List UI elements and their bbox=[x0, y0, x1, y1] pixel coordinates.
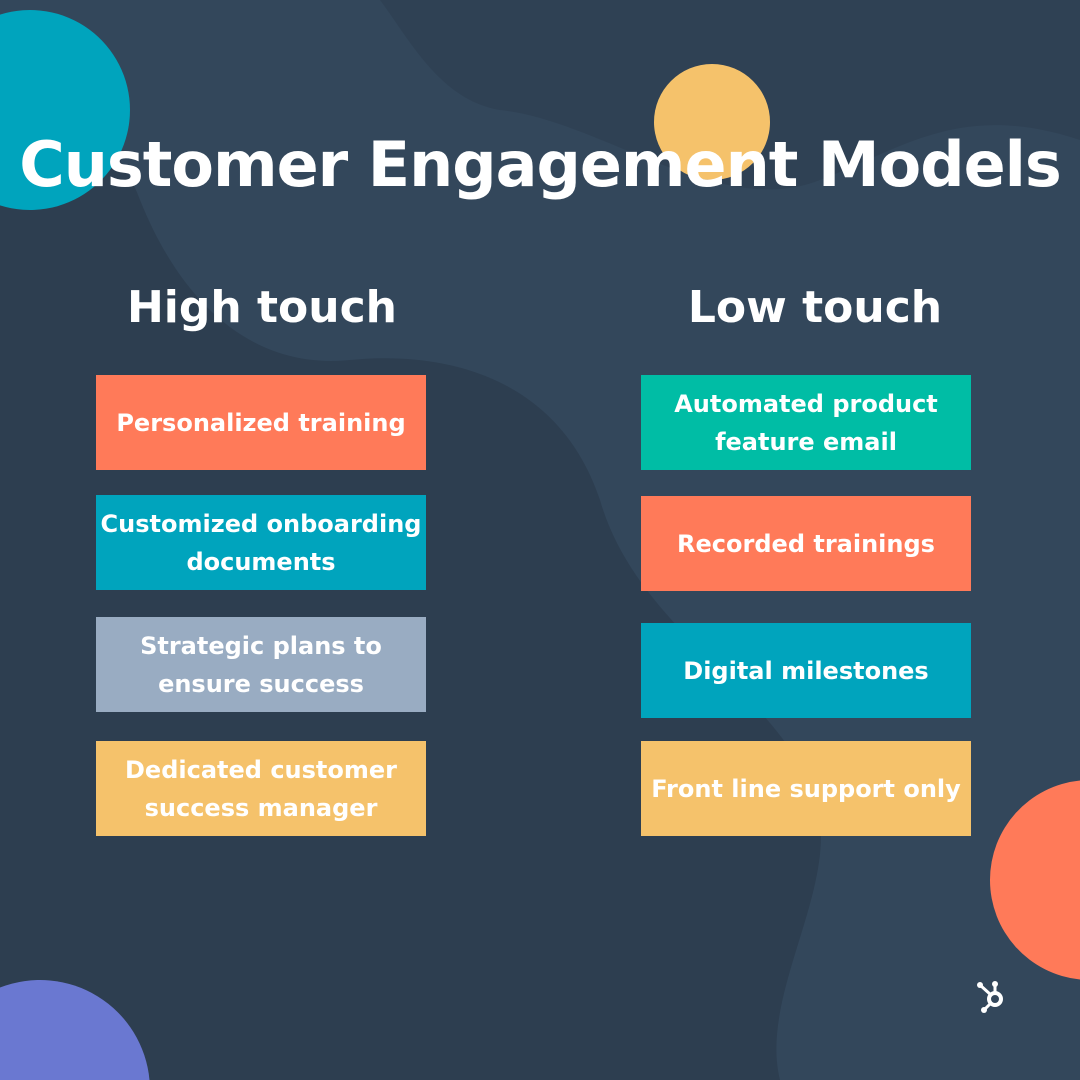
page-title: Customer Engagement Models bbox=[19, 128, 1062, 201]
low-touch-item: Recorded trainings bbox=[641, 496, 971, 591]
low-touch-heading: Low touch bbox=[687, 282, 943, 333]
hubspot-sprocket-icon bbox=[977, 981, 1003, 1013]
orange-circle bbox=[989, 780, 1080, 980]
low-touch-item: Digital milestones bbox=[641, 623, 971, 718]
high-touch-item: Customized onboarding documents bbox=[96, 495, 426, 590]
high-touch-heading: High touch bbox=[126, 282, 398, 333]
high-touch-item: Dedicated customer success manager bbox=[96, 741, 426, 836]
low-touch-item: Front line support only bbox=[641, 741, 971, 836]
yellow-circle bbox=[654, 64, 770, 180]
high-touch-item: Personalized training bbox=[96, 375, 426, 470]
purple-circle bbox=[0, 979, 150, 1080]
teal-circle bbox=[0, 9, 130, 211]
low-touch-item: Automated product feature email bbox=[641, 375, 971, 470]
high-touch-item: Strategic plans to ensure success bbox=[96, 617, 426, 712]
